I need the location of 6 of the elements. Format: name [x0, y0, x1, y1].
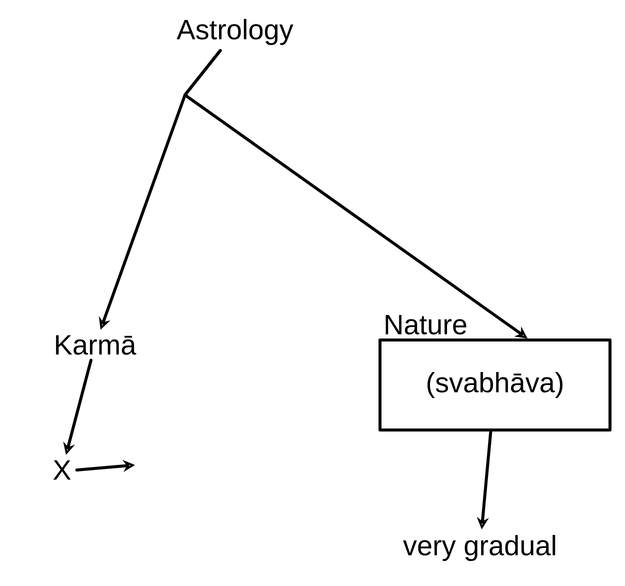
node-text: X	[53, 460, 71, 480]
node-text: Karmā	[56, 335, 136, 355]
node-text: very gradual	[403, 534, 556, 562]
title-text: Astrology	[176, 18, 294, 46]
node-label: Nature	[386, 314, 466, 334]
process-box: Nature (svabhāva)	[378, 314, 612, 432]
